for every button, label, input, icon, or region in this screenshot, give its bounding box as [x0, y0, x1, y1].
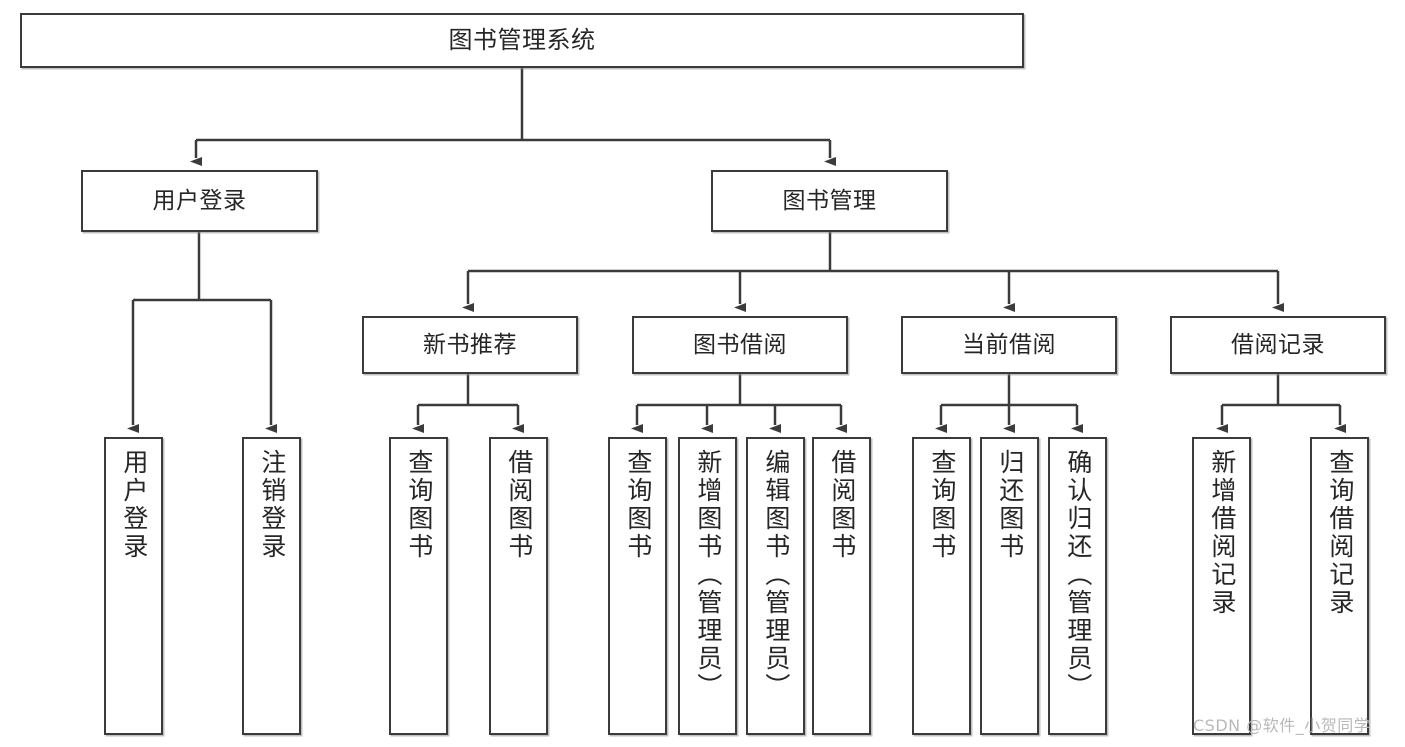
node-user-login[interactable]: 用户登录 [81, 170, 318, 232]
leaf-edit-book-label: 编辑图书（管理员） [761, 449, 791, 701]
leaf-query-book-2-label: 查询图书 [623, 449, 653, 561]
leaf-add-record[interactable]: 新增借阅记录 [1192, 437, 1251, 735]
leaf-user-login[interactable]: 用户登录 [104, 437, 163, 735]
leaf-edit-book[interactable]: 编辑图书（管理员） [746, 437, 805, 735]
leaf-borrow-book-2-label: 借阅图书 [827, 449, 857, 561]
leaf-query-book-3-label: 查询图书 [927, 449, 957, 561]
leaf-add-record-label: 新增借阅记录 [1207, 449, 1237, 617]
leaf-add-book[interactable]: 新增图书（管理员） [678, 437, 737, 735]
leaf-query-record[interactable]: 查询借阅记录 [1310, 437, 1369, 735]
leaf-return-book[interactable]: 归还图书 [980, 437, 1039, 735]
leaf-query-book-1[interactable]: 查询图书 [389, 437, 448, 735]
node-new-book-recommend-label: 新书推荐 [423, 331, 517, 358]
leaf-add-book-label: 新增图书（管理员） [693, 449, 723, 701]
node-root-label: 图书管理系统 [448, 25, 596, 54]
node-borrow-record-label: 借阅记录 [1231, 331, 1325, 358]
leaf-borrow-book-2[interactable]: 借阅图书 [812, 437, 871, 735]
leaf-borrow-book-1-label: 借阅图书 [504, 449, 534, 561]
leaf-user-login-label: 用户登录 [119, 449, 149, 561]
node-book-borrow[interactable]: 图书借阅 [632, 316, 848, 374]
node-borrow-record[interactable]: 借阅记录 [1170, 316, 1386, 374]
node-root[interactable]: 图书管理系统 [20, 13, 1024, 68]
node-book-borrow-label: 图书借阅 [693, 331, 787, 358]
leaf-confirm-return-label: 确认归还（管理员） [1063, 449, 1093, 701]
node-current-borrow-label: 当前借阅 [962, 331, 1056, 358]
node-book-manage[interactable]: 图书管理 [711, 170, 948, 232]
node-book-manage-label: 图书管理 [782, 187, 877, 214]
leaf-query-record-label: 查询借阅记录 [1325, 449, 1355, 617]
leaf-borrow-book-1[interactable]: 借阅图书 [489, 437, 548, 735]
leaf-user-logout-label: 注销登录 [257, 449, 287, 561]
node-new-book-recommend[interactable]: 新书推荐 [362, 316, 578, 374]
leaf-user-logout[interactable]: 注销登录 [242, 437, 301, 735]
leaf-confirm-return[interactable]: 确认归还（管理员） [1048, 437, 1107, 735]
node-user-login-label: 用户登录 [152, 187, 247, 214]
watermark: CSDN @软件_小贺同学 [1193, 716, 1371, 735]
leaf-query-book-3[interactable]: 查询图书 [912, 437, 971, 735]
node-current-borrow[interactable]: 当前借阅 [901, 316, 1117, 374]
leaf-query-book-1-label: 查询图书 [404, 449, 434, 561]
leaf-query-book-2[interactable]: 查询图书 [608, 437, 667, 735]
leaf-return-book-label: 归还图书 [995, 449, 1025, 561]
